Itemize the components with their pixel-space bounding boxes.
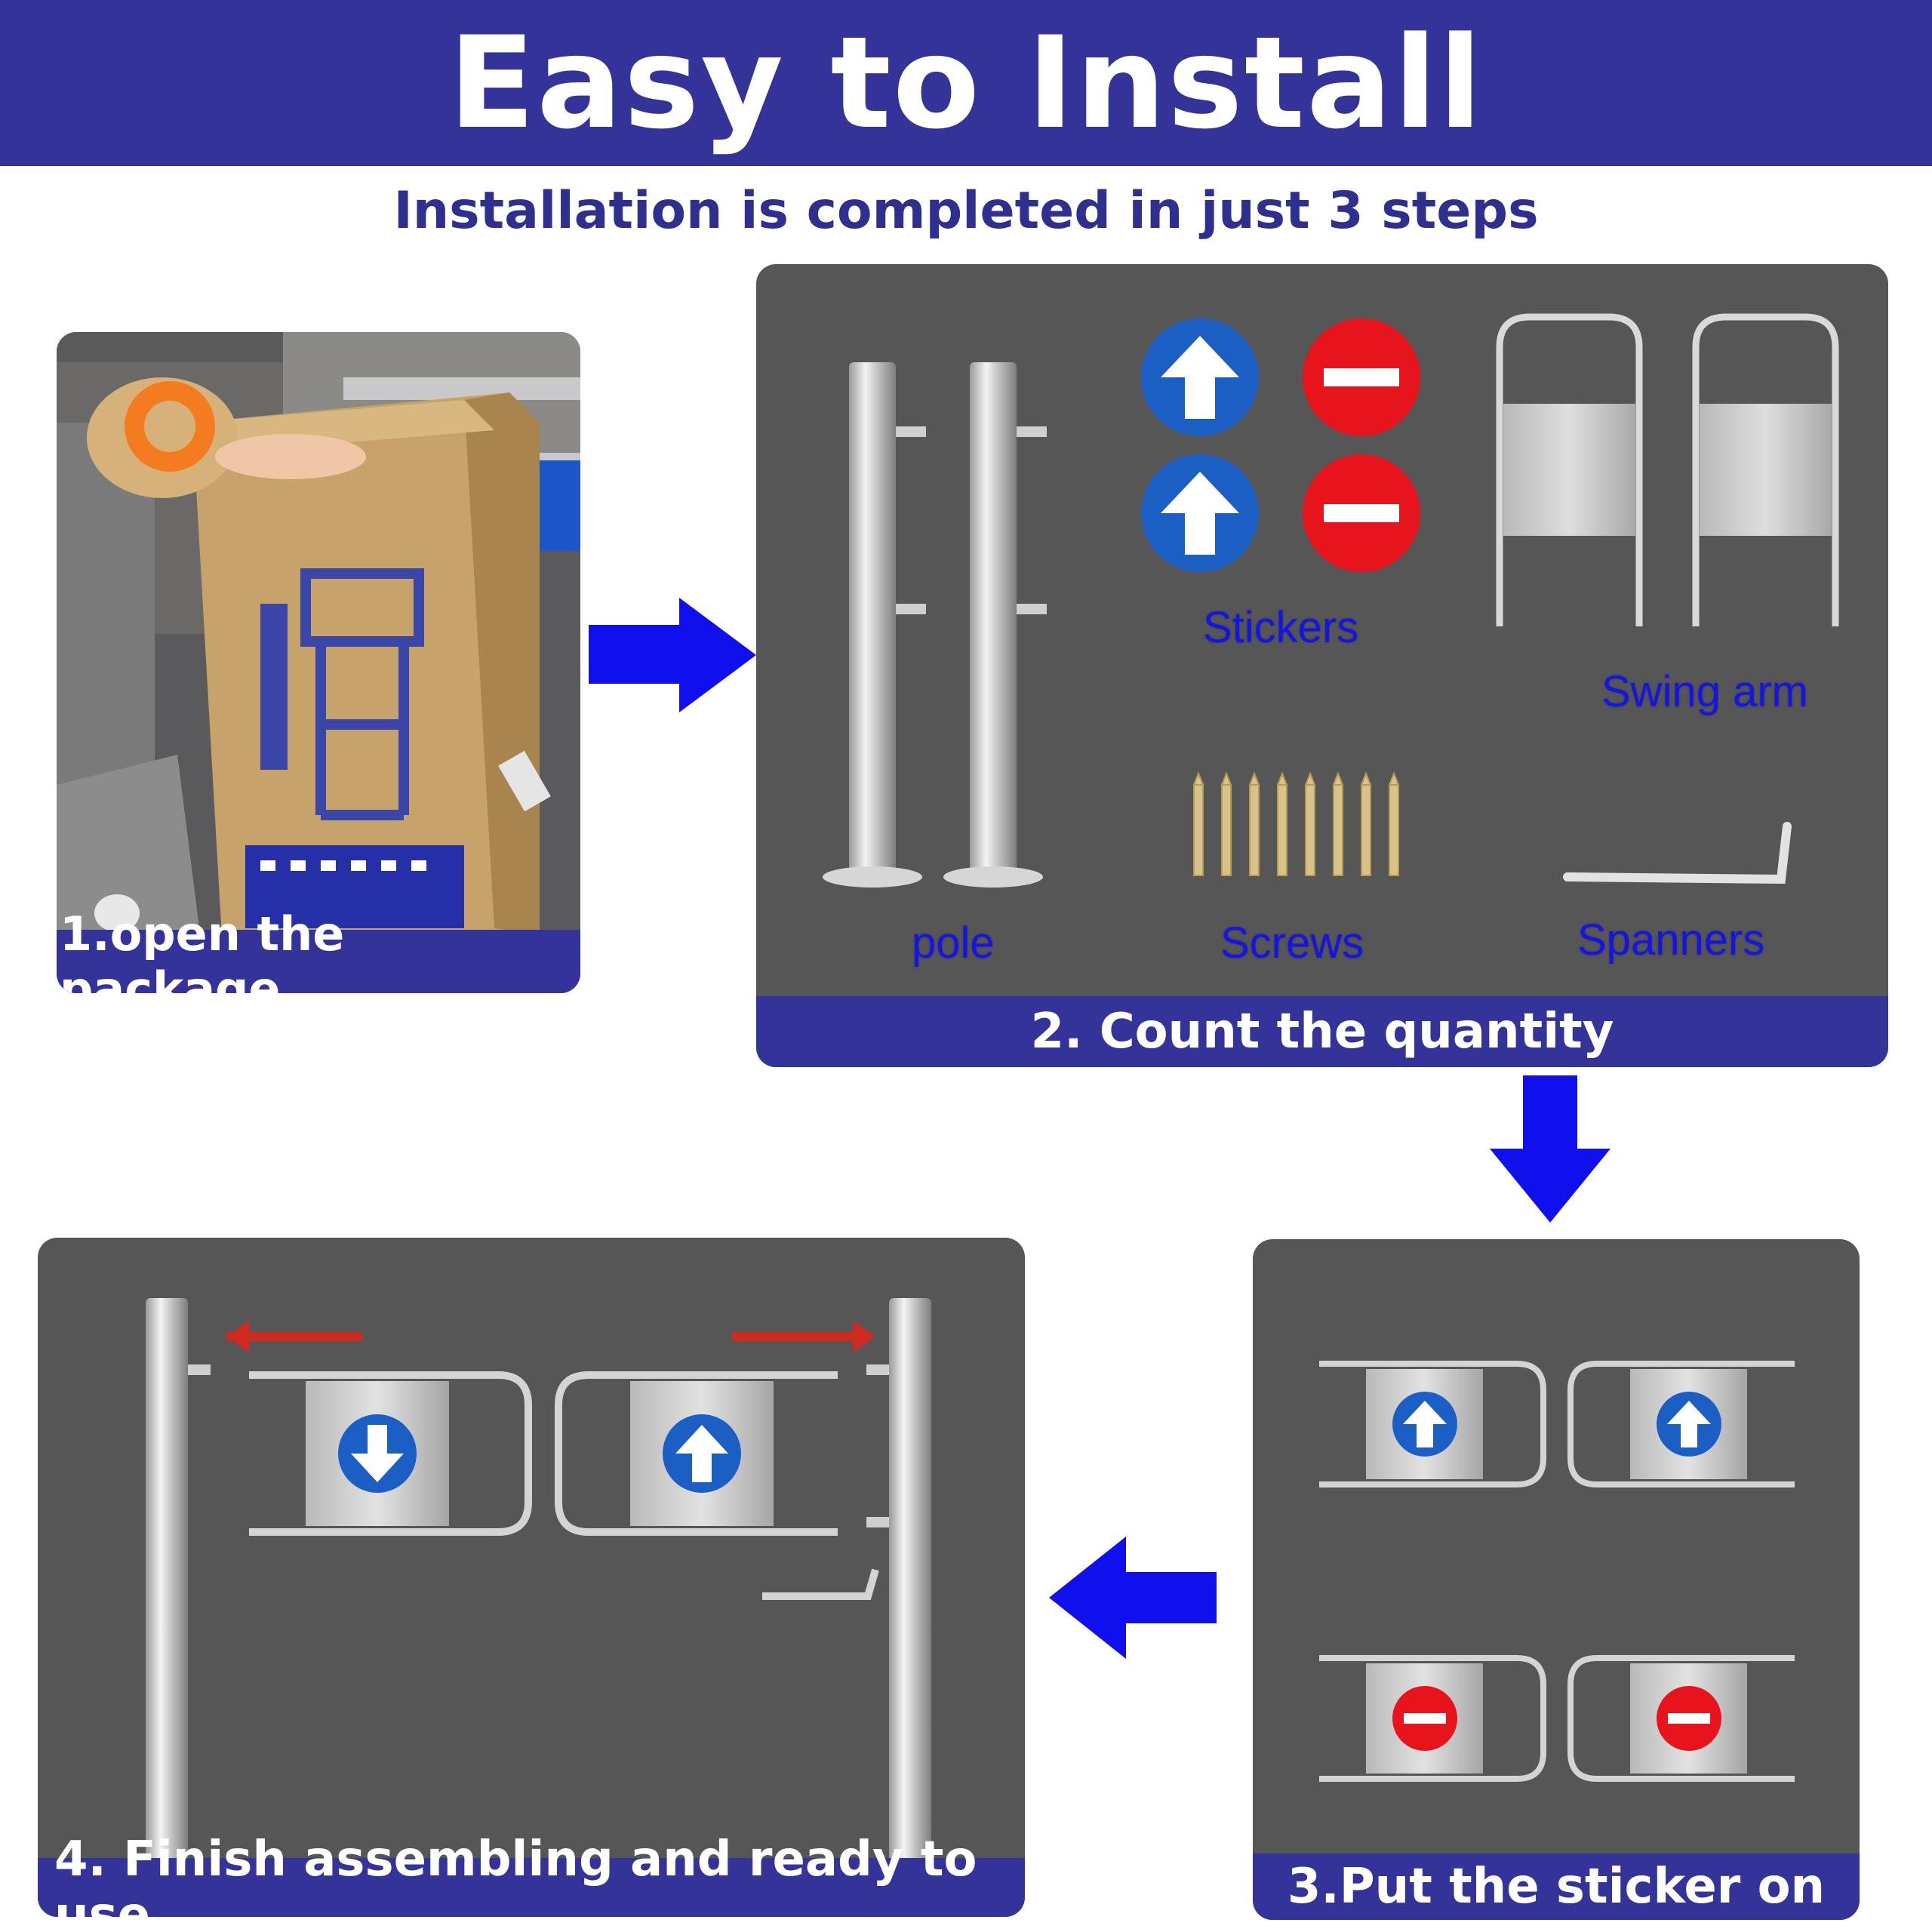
no-entry-sticker-icon [1303, 318, 1420, 436]
page-subtitle: Installation is completed in just 3 step… [393, 181, 1539, 241]
arrow-down-sticker-icon [338, 1414, 417, 1493]
label-screws: Screws [1220, 918, 1364, 968]
arrow-down-icon [1490, 1075, 1611, 1223]
page-title: Easy to Install [448, 9, 1484, 157]
no-entry-sticker-icon [1392, 1686, 1457, 1751]
arrow-right-icon [589, 598, 756, 712]
arrow-up-sticker-icon [1141, 318, 1259, 436]
assembled-gate-illustration [122, 1298, 955, 1882]
pole-1 [823, 362, 926, 888]
swing-arm-1 [1496, 313, 1643, 626]
step4-panel: 4. Finish assembling and ready to use [38, 1238, 1025, 1917]
pole-left [122, 1298, 212, 1882]
swing-arm-plate-1 [1503, 404, 1635, 536]
pole-right [865, 1298, 955, 1882]
step3-caption: 3.Put the sticker on [1253, 1854, 1860, 1920]
title-banner: Easy to Install [0, 0, 1932, 166]
step1-caption: 1.open the package [57, 906, 580, 993]
sticker-arms-illustration [1319, 1361, 1795, 1782]
swing-arm-plate-2 [1700, 404, 1832, 536]
step2-panel: Stickers Swing arm pole Screws Spanners … [756, 264, 1888, 1067]
no-entry-sticker-icon [1303, 454, 1420, 572]
arrow-up-sticker-icon [1657, 1392, 1721, 1457]
arrow-up-sticker-icon [663, 1414, 741, 1493]
step1-panel: 1.open the package [57, 332, 580, 993]
step4-caption: 4. Finish assembling and ready to use [38, 1832, 1025, 1917]
label-spanners: Spanners [1577, 915, 1765, 964]
swing-arm-2 [1692, 313, 1839, 626]
label-stickers: Stickers [1203, 603, 1359, 652]
package-photo [57, 332, 580, 993]
parts-illustration [823, 313, 1839, 888]
arrow-left-icon [1049, 1537, 1217, 1659]
screws [1192, 771, 1400, 876]
no-entry-sticker-icon [1657, 1686, 1721, 1751]
arrow-up-sticker-icon [1392, 1392, 1457, 1457]
arrow-up-sticker-icon [1141, 454, 1259, 572]
spanner [1563, 822, 1792, 884]
label-swing-arm: Swing arm [1601, 667, 1808, 716]
red-direction-arrows [226, 1321, 875, 1352]
step2-caption: 2. Count the quantity [756, 996, 1888, 1067]
pole-2 [943, 362, 1047, 888]
label-pole: pole [912, 918, 995, 968]
step3-panel: 3.Put the sticker on [1253, 1239, 1860, 1920]
